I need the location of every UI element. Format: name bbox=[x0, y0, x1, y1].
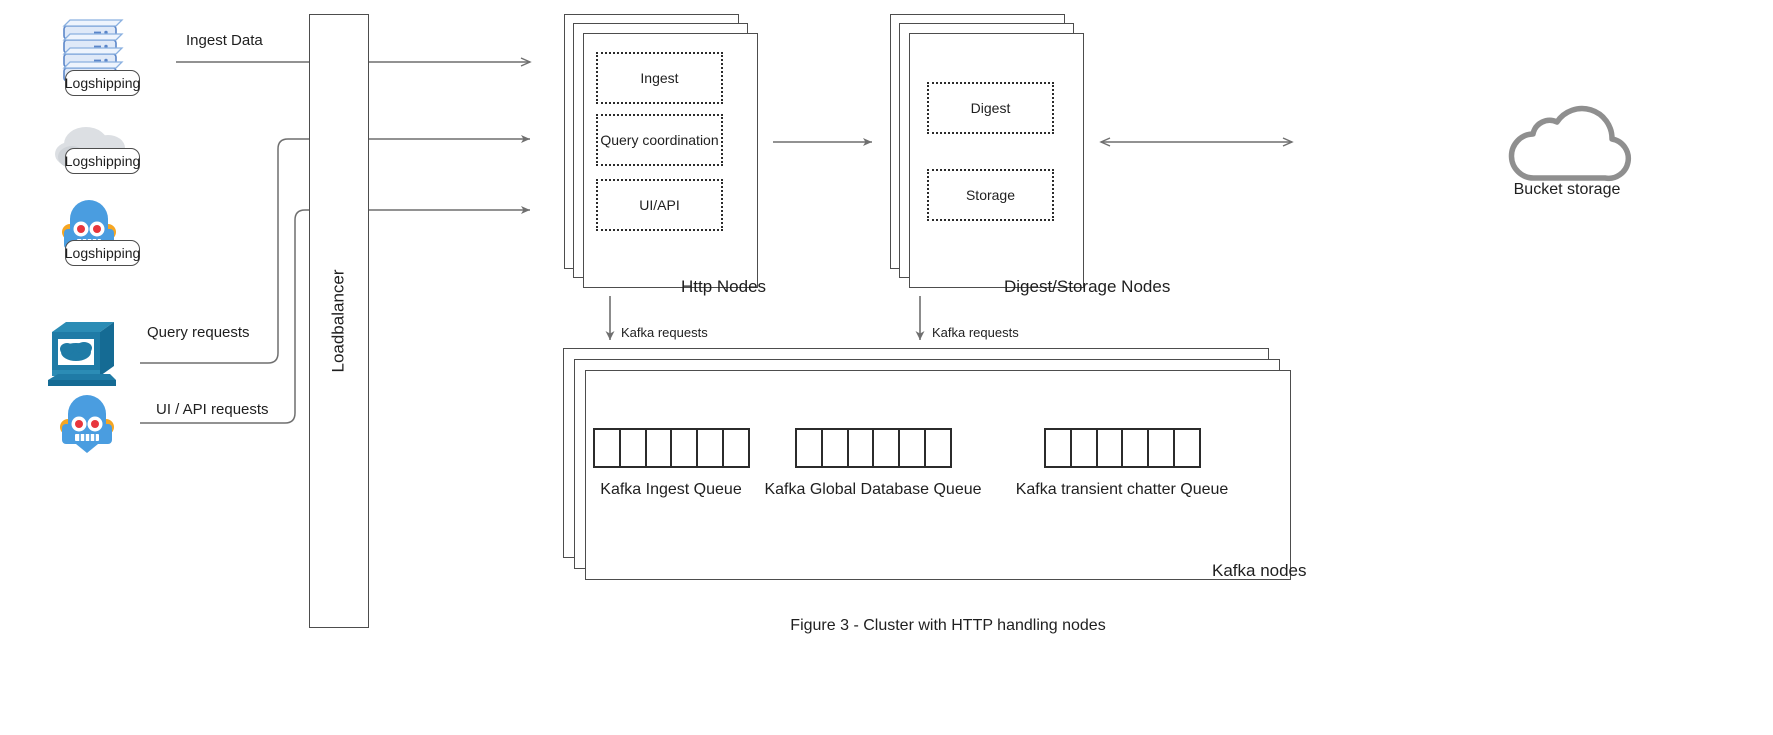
flow-label-ui-api-requests: UI / API requests bbox=[156, 401, 269, 418]
queue-cell bbox=[900, 430, 927, 466]
http-component-query-coordination-label: Query coordination bbox=[600, 132, 719, 148]
digest-component-digest: Digest bbox=[927, 82, 1054, 134]
queue-cell bbox=[1149, 430, 1176, 466]
flow-query-requests bbox=[140, 135, 530, 364]
digest-component-storage-label: Storage bbox=[965, 187, 1016, 203]
queue-cell bbox=[595, 430, 621, 466]
kafka-nodes-sheet-front bbox=[585, 370, 1291, 580]
queue-cell bbox=[849, 430, 875, 466]
queue-cell bbox=[647, 430, 673, 466]
figure-caption: Figure 3 - Cluster with HTTP handling no… bbox=[790, 617, 1106, 634]
kafka-queue-transient-chatter-label: Kafka transient chatter Queue bbox=[1015, 481, 1229, 498]
http-component-ingest: Ingest bbox=[596, 52, 723, 104]
source-label-bot: Logshipping bbox=[64, 245, 141, 261]
http-component-ingest-label: Ingest bbox=[640, 70, 679, 86]
robot-icon bbox=[60, 395, 114, 453]
digest-component-digest-label: Digest bbox=[970, 100, 1011, 116]
kafka-queue-global-database-label: Kafka Global Database Queue bbox=[764, 481, 982, 498]
queue-cell bbox=[1098, 430, 1124, 466]
kafka-queue-ingest[interactable] bbox=[593, 428, 750, 468]
flow-label-ingest-data: Ingest Data bbox=[186, 32, 263, 49]
flow-label-query-requests: Query requests bbox=[147, 324, 250, 341]
queue-cell bbox=[797, 430, 823, 466]
kafka-requests-label-http: Kafka requests bbox=[621, 325, 708, 340]
kafka-queue-ingest-label: Kafka Ingest Queue bbox=[600, 481, 742, 498]
source-label-pill-cloud: Logshipping bbox=[65, 148, 140, 174]
source-label-pill-bot: Logshipping bbox=[65, 240, 140, 266]
queue-cell bbox=[621, 430, 647, 466]
client-bot[interactable] bbox=[58, 395, 116, 458]
source-label-pill-servers: Logshipping bbox=[65, 70, 140, 96]
digest-storage-nodes-stack[interactable]: Digest Storage bbox=[890, 14, 1105, 288]
queue-cell bbox=[874, 430, 901, 466]
flow-ui-api-requests bbox=[140, 206, 530, 424]
kafka-requests-label-digest: Kafka requests bbox=[932, 325, 1019, 340]
queue-cell bbox=[1175, 430, 1199, 466]
http-component-ui-api-label: UI/API bbox=[639, 197, 680, 213]
cloud-outline-icon bbox=[1508, 105, 1631, 182]
computer-monitor-icon bbox=[48, 322, 116, 386]
kafka-queue-transient-chatter[interactable] bbox=[1044, 428, 1201, 468]
queue-cell bbox=[672, 430, 699, 466]
http-nodes-label: Http Nodes bbox=[681, 277, 767, 296]
client-workstation[interactable] bbox=[48, 320, 120, 388]
server-stack-icon bbox=[62, 19, 124, 82]
bucket-storage-label: Bucket storage bbox=[1513, 181, 1621, 198]
http-component-ui-api: UI/API bbox=[596, 179, 723, 231]
http-nodes-stack[interactable]: Ingest Query coordination UI/API bbox=[564, 14, 779, 288]
queue-cell bbox=[823, 430, 849, 466]
kafka-nodes-label: Kafka nodes bbox=[1212, 561, 1307, 580]
queue-cell bbox=[724, 430, 748, 466]
digest-storage-nodes-label: Digest/Storage Nodes bbox=[1004, 277, 1171, 296]
bucket-storage[interactable] bbox=[1500, 100, 1635, 185]
loadbalancer-box[interactable] bbox=[309, 14, 369, 628]
loadbalancer-label: Loadbalancer bbox=[329, 269, 348, 373]
kafka-nodes-stack[interactable]: Kafka Ingest Queue Kafka Global Database… bbox=[563, 348, 1293, 628]
digest-component-storage: Storage bbox=[927, 169, 1054, 221]
queue-cell bbox=[1046, 430, 1072, 466]
kafka-queue-global-database[interactable] bbox=[795, 428, 952, 468]
queue-cell bbox=[698, 430, 725, 466]
queue-cell bbox=[926, 430, 950, 466]
source-label-cloud: Logshipping bbox=[64, 153, 141, 169]
source-logshipping-servers[interactable] bbox=[58, 18, 128, 90]
digest-nodes-sheet-front bbox=[909, 33, 1084, 288]
source-label-servers: Logshipping bbox=[64, 75, 141, 91]
http-component-query-coordination: Query coordination bbox=[596, 114, 723, 166]
queue-cell bbox=[1123, 430, 1150, 466]
loadbalancer-label-wrap: Loadbalancer bbox=[309, 14, 369, 628]
queue-cell bbox=[1072, 430, 1098, 466]
